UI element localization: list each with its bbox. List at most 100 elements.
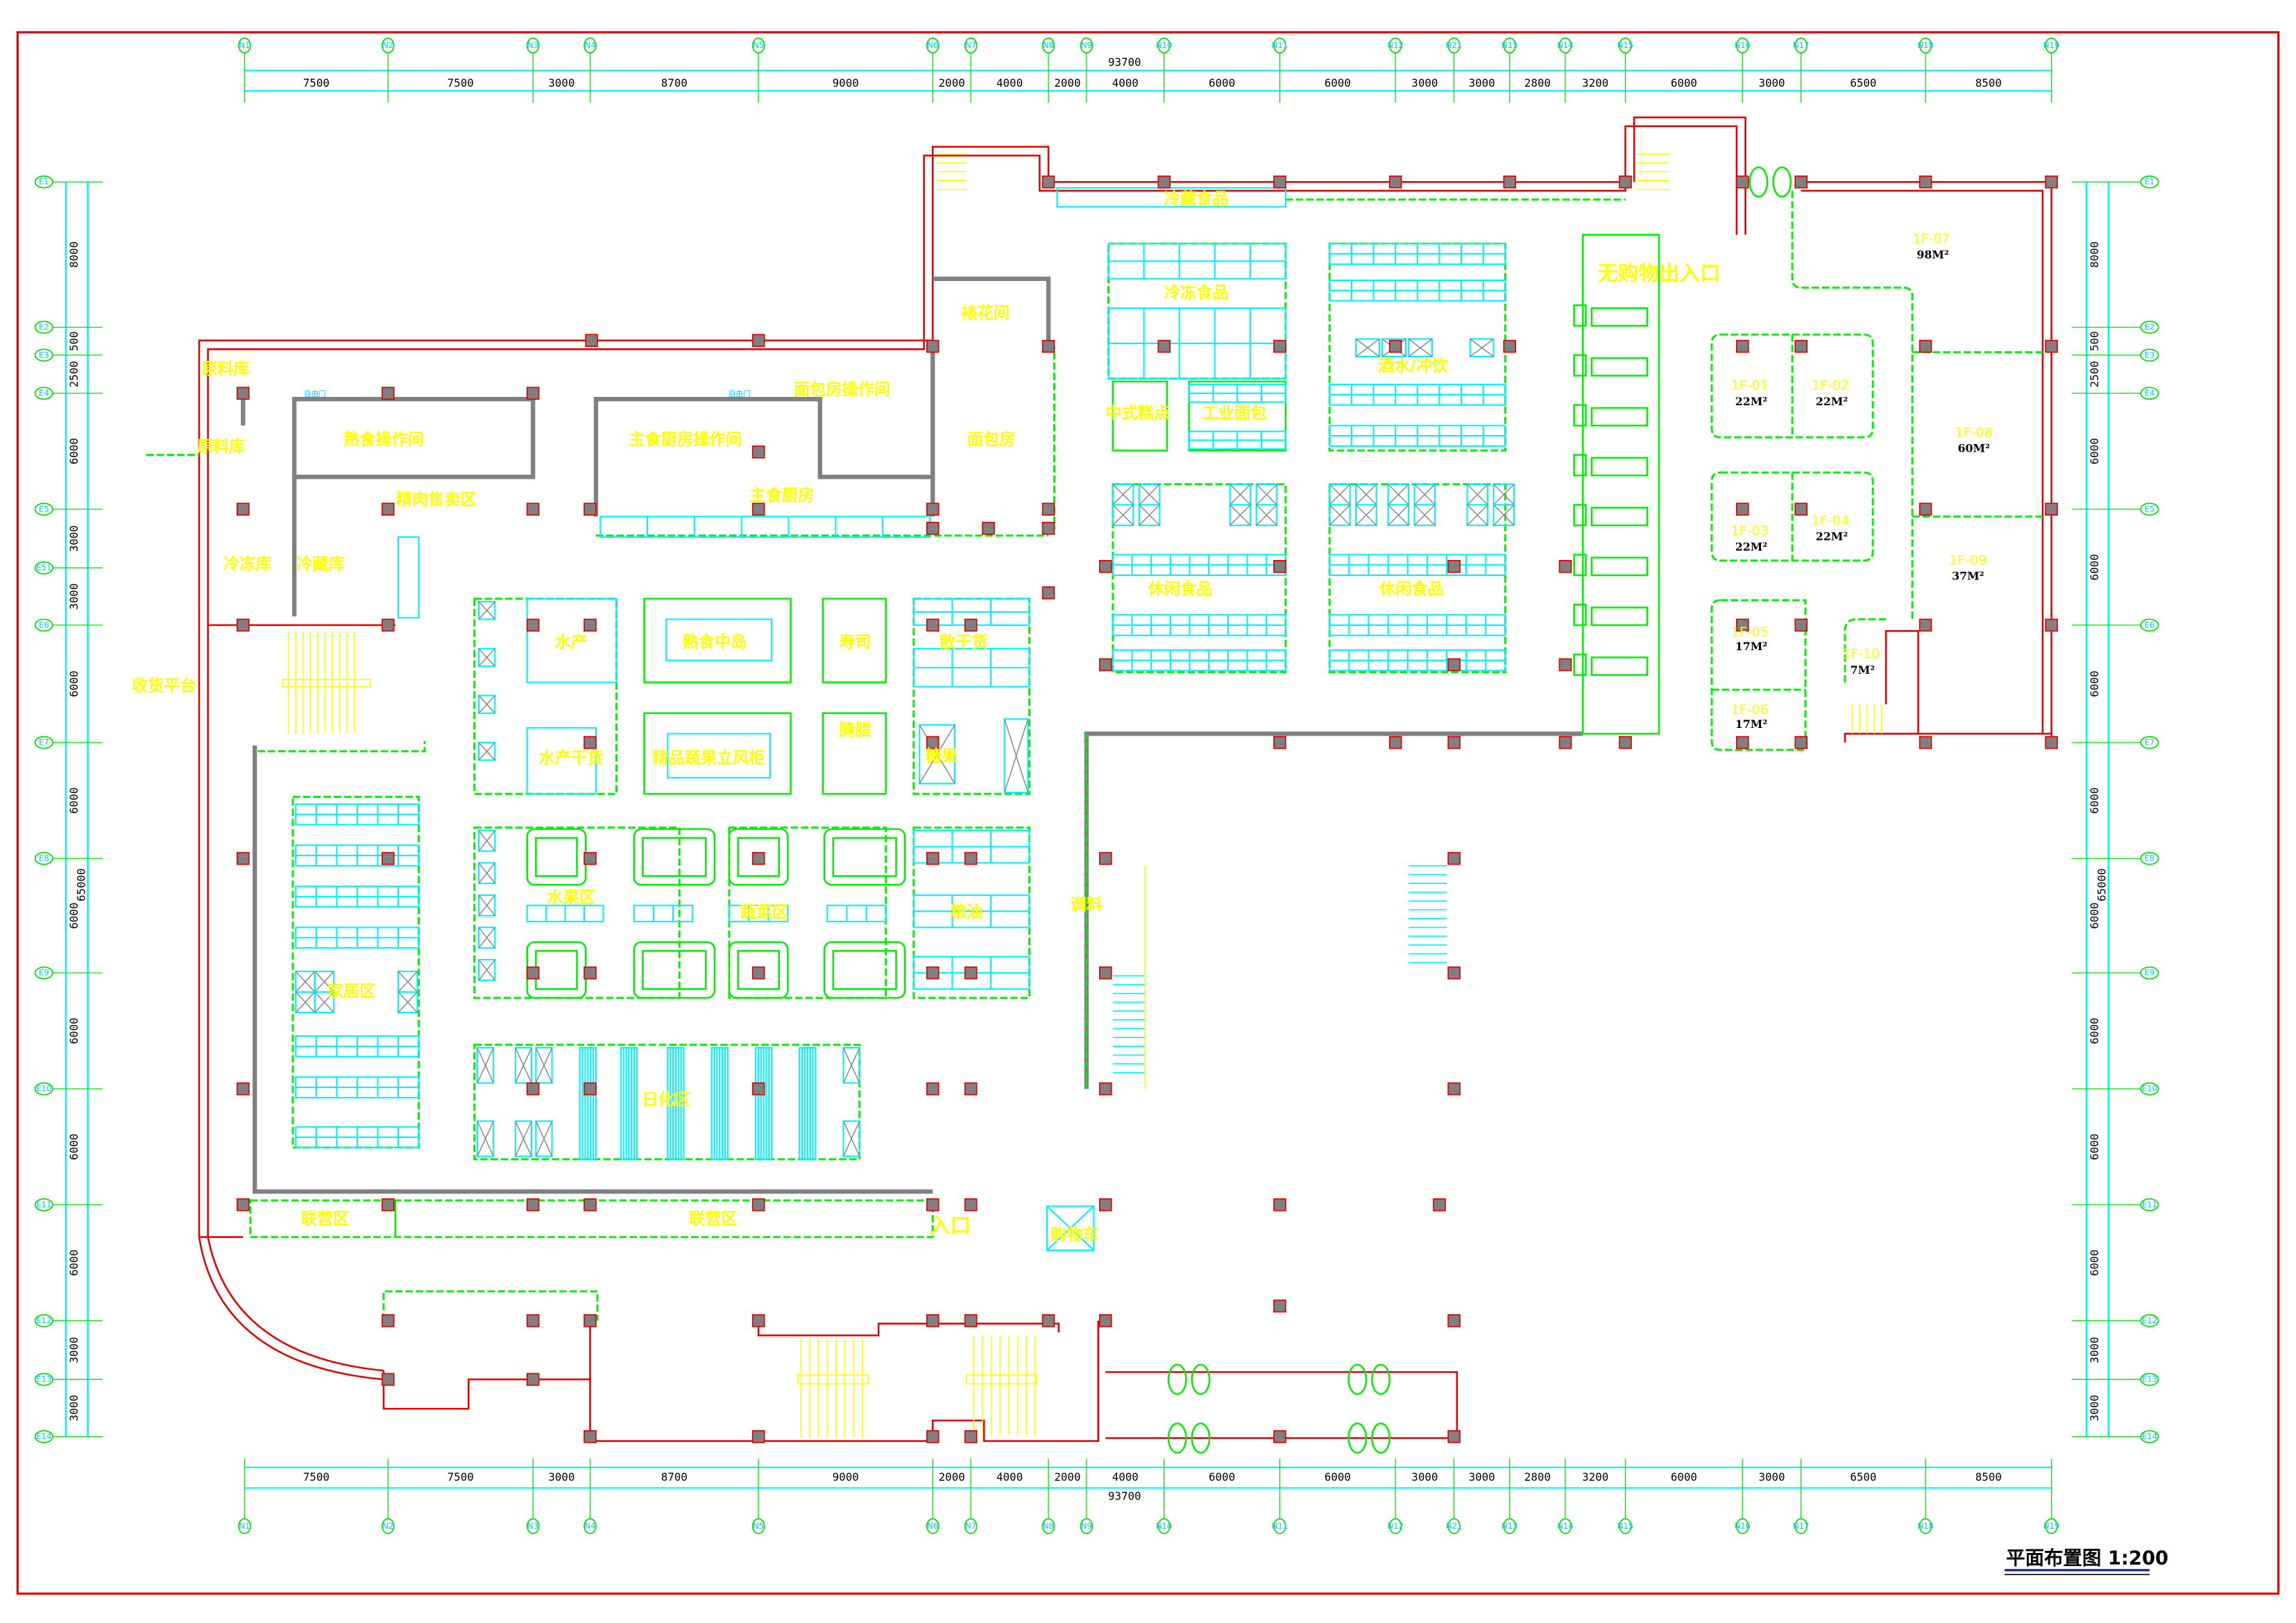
column xyxy=(237,851,250,865)
label-raw-store-2: 原料库 xyxy=(197,438,246,457)
column xyxy=(381,1314,395,1327)
display-case-cross xyxy=(535,1121,553,1157)
stair-landing-south-2 xyxy=(965,1374,1037,1385)
zone-unit-10 xyxy=(1844,618,1887,683)
shelf xyxy=(397,536,420,619)
column xyxy=(584,502,597,516)
dimension-value: 6000 xyxy=(1209,76,1235,90)
column xyxy=(2045,736,2058,749)
dimension-value: 3000 xyxy=(1411,76,1438,90)
axis-bubble xyxy=(34,966,53,980)
column xyxy=(751,334,765,347)
display-case xyxy=(1387,504,1410,527)
axis-bubble xyxy=(964,37,978,53)
room-labels: 冷藏食品 冷冻食品 裱花间 酒水/冲饮 无购物出入口 原料库 原料库 熟食操作间… xyxy=(132,189,1721,1244)
stair-landing-west xyxy=(282,679,371,688)
wall-entry-west xyxy=(382,1370,590,1410)
unit-area: 98M² xyxy=(1916,248,1948,261)
column xyxy=(1794,175,1808,189)
door-leaf xyxy=(1371,1363,1391,1395)
axis-label: N12 xyxy=(1387,1521,1403,1531)
axis-grid: N17500N27500N33000N48700N59000N62000N740… xyxy=(34,37,2159,1534)
axis-label: N18 xyxy=(1917,40,1933,50)
display-case xyxy=(478,926,496,949)
column xyxy=(1099,560,1112,573)
column xyxy=(926,736,939,749)
column xyxy=(1041,586,1055,600)
door-leaf xyxy=(1167,1422,1187,1454)
axis-label: N5 xyxy=(753,1521,764,1531)
axis-bubble xyxy=(2140,502,2159,516)
column xyxy=(1041,502,1055,516)
zone-industrial-bread xyxy=(1188,380,1287,452)
unit-id: 1F-10 xyxy=(1842,647,1880,662)
display-case xyxy=(1466,504,1489,527)
axis-label: E13 xyxy=(2142,1374,2157,1384)
display-case xyxy=(1381,338,1406,357)
dimension-value: 4000 xyxy=(996,76,1023,90)
display-case xyxy=(478,894,496,917)
display-case-cross xyxy=(842,1047,860,1084)
column xyxy=(1503,175,1517,189)
zone-entry-halls xyxy=(382,1290,599,1321)
dimension-value: 3000 xyxy=(2088,1337,2101,1363)
dimension-value: 2000 xyxy=(1054,76,1080,90)
column xyxy=(237,1198,250,1212)
label-sushi: 寿司 xyxy=(839,633,871,652)
display-case xyxy=(842,1120,860,1157)
axis-label: N3 xyxy=(527,40,538,50)
axis-label: E5 xyxy=(39,504,49,513)
display-case xyxy=(1229,504,1252,527)
label-cake-room: 裱花间 xyxy=(961,304,1010,323)
dimension-value: 7500 xyxy=(448,76,474,90)
axis-bubble xyxy=(2140,321,2159,334)
display-case xyxy=(476,1120,495,1157)
column xyxy=(1041,522,1055,535)
display-case-cross xyxy=(1355,504,1377,526)
column xyxy=(381,851,395,865)
dimension-value: 6500 xyxy=(1850,76,1876,90)
axis-label: E9 xyxy=(2145,968,2155,978)
column xyxy=(1099,1198,1112,1212)
display-case xyxy=(1493,504,1515,527)
display-case-cross xyxy=(478,863,495,884)
dimension-value: 3000 xyxy=(1411,1470,1438,1484)
column xyxy=(1273,1299,1286,1313)
dimension-value: 2000 xyxy=(939,1470,965,1484)
axis-label: E7 xyxy=(39,738,49,747)
dimension-value: 2000 xyxy=(939,76,965,90)
display-case-cross xyxy=(1230,484,1251,506)
column xyxy=(1041,339,1055,353)
display-case-cross xyxy=(1139,484,1160,506)
wall-entry-south xyxy=(589,1320,1100,1443)
checkout-gate xyxy=(1573,354,1587,377)
column xyxy=(926,522,939,535)
column xyxy=(1919,502,1932,516)
display-case-cross xyxy=(477,1047,494,1084)
zone-units-07-09 xyxy=(1791,190,2043,620)
dimension-value: 3000 xyxy=(1758,76,1785,90)
display-case-cross xyxy=(1414,484,1436,506)
dimension-total: 93700 xyxy=(1108,1489,1141,1502)
display-case-cross xyxy=(314,971,334,993)
axis-label: N2 xyxy=(382,40,393,50)
title-block: 平面布置图 1:200 xyxy=(2005,1547,2168,1576)
axis-bubble xyxy=(584,1518,597,1534)
zone-veg-cabinet xyxy=(643,712,792,795)
axis-label: E9 xyxy=(39,968,49,978)
door-leaf xyxy=(1772,166,1792,198)
column xyxy=(526,1314,540,1327)
dimension-value: 6000 xyxy=(1325,1470,1351,1484)
column xyxy=(751,1082,765,1096)
label-dried-seafood: 水产干货 xyxy=(539,749,604,767)
axis-label: N6 xyxy=(927,40,938,50)
display-case-cross xyxy=(1256,484,1277,506)
checkout-counter xyxy=(1590,407,1649,427)
axis-bubble xyxy=(1736,37,1749,53)
column xyxy=(751,1314,765,1327)
dimension-value: 6000 xyxy=(2088,903,2101,929)
axis-bubble xyxy=(238,37,251,53)
checkout-counter xyxy=(1590,457,1649,477)
axis-label: E1 xyxy=(39,177,49,187)
dimension-value: 6000 xyxy=(1671,1470,1697,1484)
